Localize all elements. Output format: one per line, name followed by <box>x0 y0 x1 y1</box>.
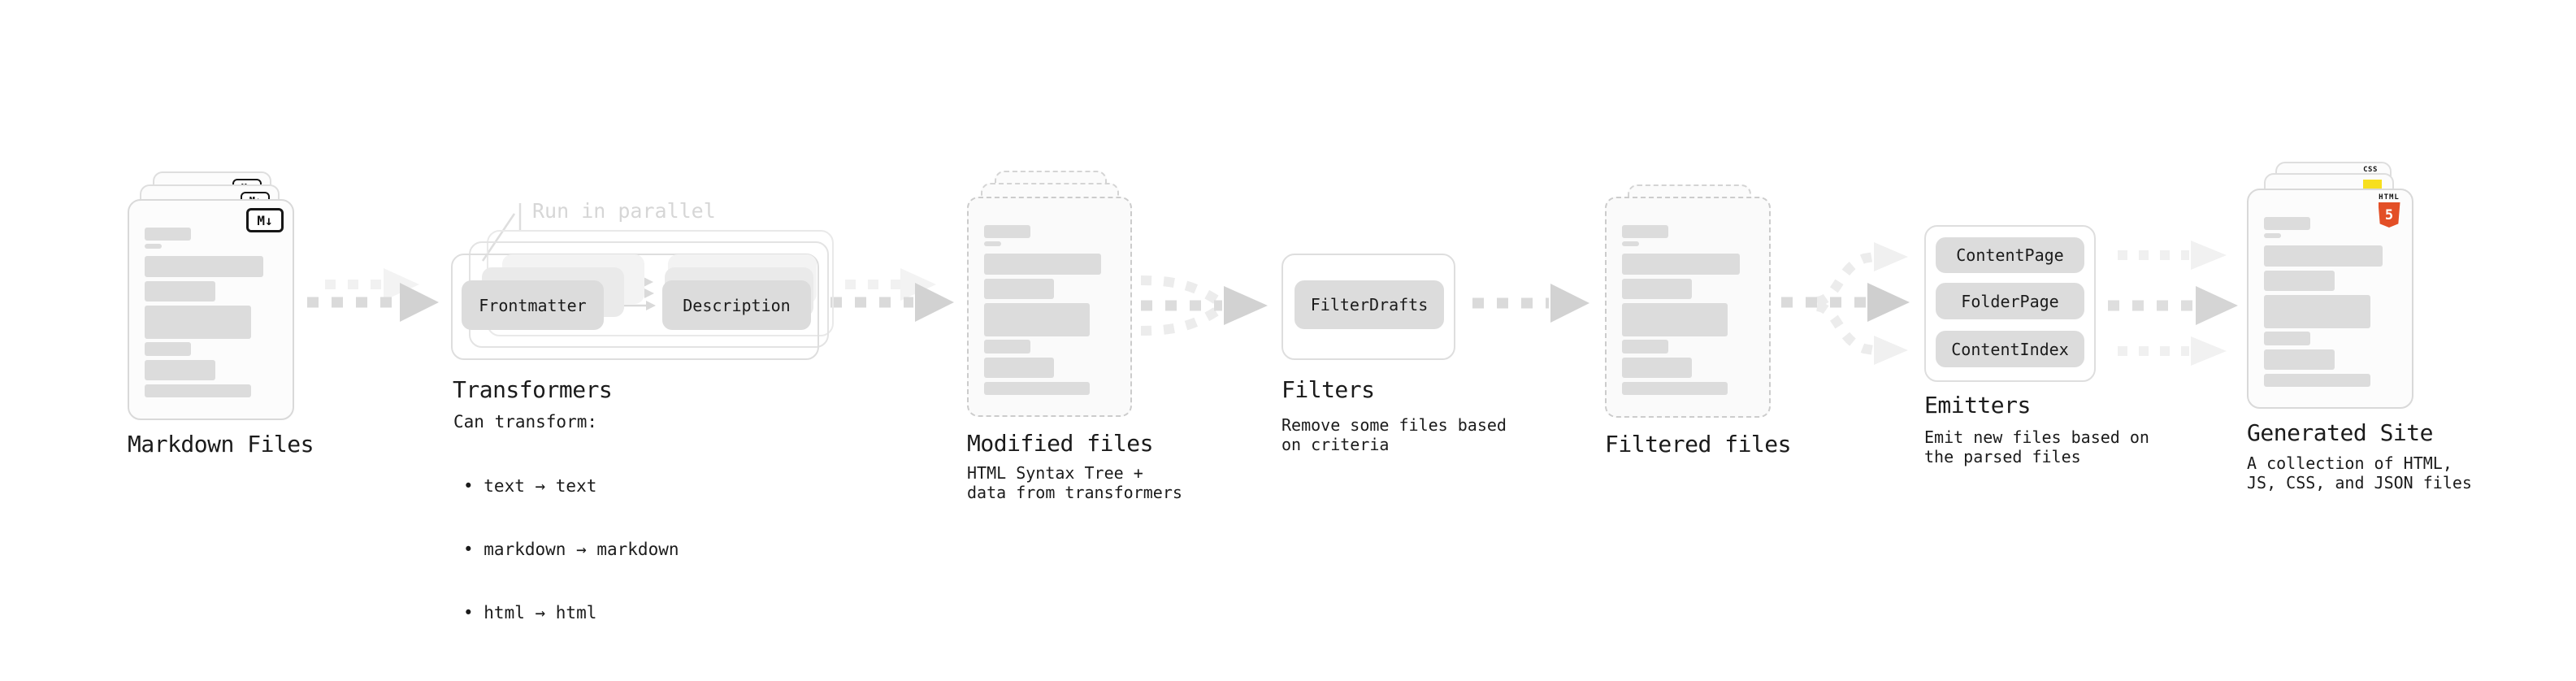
filterdrafts-node: FilterDrafts <box>1295 280 1444 329</box>
doc-bar <box>145 244 163 249</box>
doc-bar <box>1622 254 1741 275</box>
doc-bar <box>145 281 215 301</box>
bullet-item: • markdown → markdown <box>463 540 679 559</box>
doc-bar <box>2264 245 2383 267</box>
doc-bar <box>2264 349 2335 370</box>
arrow-merge-modified-to-filters <box>1140 275 1268 336</box>
run-in-parallel-note: Run in parallel <box>532 199 716 223</box>
doc-bar <box>2264 374 2371 387</box>
doc-bar <box>145 342 192 356</box>
transformers-title: Transformers <box>453 376 613 403</box>
modified-files-desc: HTML Syntax Tree + data from transformer… <box>967 463 1182 502</box>
filters-title: Filters <box>1281 376 1375 403</box>
filtered-files-label: Filtered files <box>1605 431 1792 458</box>
generated-site-label: Generated Site <box>2247 419 2434 446</box>
doc-bar <box>1622 279 1693 299</box>
modified-file-front-page <box>967 197 1132 417</box>
doc-bar <box>1622 225 1669 238</box>
bullet-item: • html → html <box>463 603 597 622</box>
doc-bar <box>1622 382 1728 395</box>
contentpage-node: ContentPage <box>1936 237 2084 273</box>
generated-site-desc: A collection of HTML, JS, CSS, and JSON … <box>2247 453 2472 492</box>
markdown-files-label: Markdown Files <box>128 431 314 458</box>
desc-line: Emit new files based on <box>1924 427 2149 447</box>
doc-bar <box>984 382 1090 395</box>
desc-line: Remove some files based <box>1281 415 1507 435</box>
desc-line: the parsed files <box>1924 447 2081 466</box>
bullet-item: • text → text <box>463 476 597 496</box>
emitters-desc: Emit new files based on the parsed files <box>1924 427 2149 466</box>
doc-bar <box>1622 303 1728 336</box>
doc-content-bars <box>1622 225 1754 395</box>
doc-bar <box>984 254 1102 275</box>
doc-bar <box>1622 241 1640 246</box>
doc-content-bars <box>2264 217 2397 387</box>
desc-line: A collection of HTML, <box>2247 453 2452 473</box>
doc-content-bars <box>145 228 278 397</box>
desc-line: on criteria <box>1281 435 1390 454</box>
generated-html-page: HTML 5 <box>2247 189 2413 409</box>
doc-bar <box>145 384 252 397</box>
emitters-title: Emitters <box>1924 392 2031 419</box>
filters-desc: Remove some files based on criteria <box>1281 415 1507 454</box>
doc-bar <box>2264 271 2335 291</box>
doc-bar <box>2264 233 2282 238</box>
arrow-trio-emitters-to-generated <box>2108 241 2238 366</box>
markdown-icon: M↓ <box>246 208 284 232</box>
doc-bar <box>984 241 1002 246</box>
folderpage-node: FolderPage <box>1936 283 2084 319</box>
emitters-frame <box>1924 225 2096 382</box>
html5-icon-label: HTML <box>2379 193 2400 202</box>
description-node: Description <box>662 280 811 330</box>
doc-bar <box>2264 332 2311 345</box>
html5-icon: HTML 5 <box>2377 193 2401 228</box>
frontmatter-node: Frontmatter <box>462 280 604 330</box>
doc-bar <box>145 228 192 241</box>
css-icon-label: CSS <box>2363 166 2378 174</box>
transform-bullets: • text → text • markdown → markdown • ht… <box>463 433 679 666</box>
doc-bar <box>984 340 1030 354</box>
doc-bar <box>145 306 252 339</box>
html5-icon-shield: 5 <box>2378 202 2400 228</box>
filtered-file-front-page <box>1605 197 1771 418</box>
doc-bar <box>145 360 215 380</box>
filters-frame <box>1281 254 1455 360</box>
arrow-transformers-to-modified <box>830 268 954 322</box>
doc-bar <box>145 256 263 277</box>
doc-bar <box>984 225 1030 238</box>
arrow-filters-to-filtered <box>1472 284 1589 323</box>
doc-bar <box>2264 217 2311 230</box>
desc-line: data from transformers <box>967 483 1182 502</box>
doc-bar <box>984 358 1054 378</box>
desc-line: JS, CSS, and JSON files <box>2247 473 2472 492</box>
doc-content-bars <box>984 225 1116 395</box>
doc-bar <box>1622 358 1693 378</box>
contentindex-node: ContentIndex <box>1936 331 2084 367</box>
desc-line: HTML Syntax Tree + <box>967 463 1143 483</box>
js-icon <box>2363 180 2382 189</box>
markdown-file-front-page: M↓ <box>128 199 294 420</box>
doc-bar <box>1622 340 1669 354</box>
modified-files-label: Modified files <box>967 430 1154 457</box>
arrow-markdown-to-transformers <box>307 268 439 322</box>
doc-bar <box>2264 295 2371 328</box>
doc-bar <box>984 303 1090 336</box>
can-transform-heading: Can transform: <box>453 412 598 432</box>
doc-bar <box>984 279 1054 299</box>
arrow-split-filtered-to-emitters <box>1781 242 1910 365</box>
